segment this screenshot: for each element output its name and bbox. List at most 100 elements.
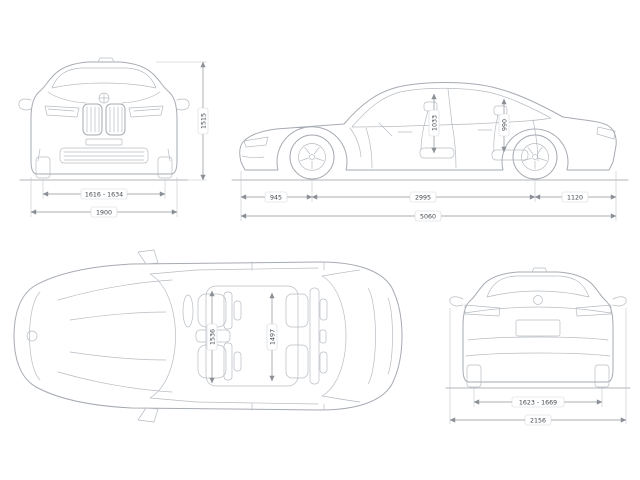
rear-trunk-line [464, 306, 612, 314]
rear-antenna-icon [531, 267, 548, 273]
side-rear-headroom-label-group: 990 [498, 113, 510, 137]
front-height-label: 1515 [200, 113, 207, 129]
front-hood-creases [47, 91, 161, 104]
side-front-hub [309, 154, 315, 160]
side-rear-cushion [491, 149, 529, 161]
top-driver-backrest [223, 291, 233, 330]
front-headlights [44, 105, 164, 118]
top-rear-window-arc [321, 269, 361, 403]
top-front-width-label: 1536 [209, 329, 216, 345]
top-rear-width-label-box [266, 323, 278, 351]
front-grille-bars [86, 106, 123, 133]
top-driver-headrest [233, 300, 242, 321]
top-roundel-icon [26, 330, 38, 342]
side-front-cushion [419, 147, 455, 159]
top-trunk-lines [367, 287, 393, 385]
front-kidney-grille-left [82, 103, 103, 136]
top-sunroof [205, 285, 299, 387]
side-rear-overhang-label: 1120 [567, 194, 583, 201]
side-rear-overhang-label-box [561, 191, 589, 203]
top-rear-backrest [309, 287, 320, 385]
side-front-headroom-label-group: 1033 [428, 109, 440, 137]
front-body-outline [30, 61, 178, 175]
front-kidney-grille-right [105, 103, 126, 136]
top-rear-cushion-left [285, 293, 309, 328]
side-interior-seats [349, 110, 499, 158]
top-windshield-arc [149, 269, 197, 403]
rear-window [486, 275, 590, 298]
side-length-label-box [414, 210, 442, 222]
front-plate-recess [85, 138, 123, 146]
side-rear-headrest [493, 105, 508, 116]
top-rear-cushion-right [285, 344, 309, 379]
top-rear-headrest-right [319, 351, 328, 374]
top-passenger-headrest [233, 351, 242, 372]
top-view: 1536 1497 [13, 249, 403, 423]
rear-bumper-lines [465, 336, 611, 357]
side-body-outline [239, 82, 617, 171]
top-steering-wheel [182, 294, 194, 328]
rear-taillights [464, 304, 612, 317]
rear-tire-right [594, 364, 610, 388]
top-rear-width-label-group: 1497 [266, 323, 278, 351]
front-height-label-group: 1515 [197, 107, 209, 135]
rear-track-label: 1623 - 1669 [519, 399, 557, 406]
front-tire-right [157, 156, 173, 179]
front-tire-left [35, 156, 51, 179]
front-track-label: 1616 - 1634 [85, 191, 123, 198]
front-roundel-cross [98, 92, 110, 104]
side-rear-spokes [523, 146, 547, 170]
rear-width-label-box [524, 414, 552, 426]
side-rear-rim [521, 143, 549, 171]
rear-plate-recess [515, 319, 561, 337]
side-glasshouse [351, 87, 552, 128]
side-wheelbase-label-box [409, 191, 437, 203]
front-intake-slats [37, 148, 171, 162]
rear-width-label: 2156 [530, 417, 546, 424]
top-body-outline [13, 261, 403, 411]
top-rear-headrest-center [319, 329, 327, 344]
side-front-rim [298, 143, 326, 171]
top-mirrors [137, 249, 159, 423]
front-windshield [51, 67, 157, 89]
top-door-seams [251, 261, 325, 411]
side-door-lines [365, 119, 539, 169]
rear-tire-left [466, 364, 482, 388]
front-width-label-box [90, 206, 118, 218]
side-front-overhang-label-box [264, 191, 288, 203]
top-front-width-label-group: 1536 [206, 323, 218, 351]
rear-mirrors [449, 296, 627, 307]
side-front-headrest [423, 101, 438, 112]
side-view: 1033 990 945 2995 1120 5060 [231, 82, 629, 222]
rear-track-label-box [511, 396, 565, 408]
rear-body-outline [462, 271, 614, 383]
front-lower-intake [59, 147, 149, 164]
side-taillight [596, 126, 616, 140]
top-front-bumper-line [29, 291, 41, 381]
side-front-headroom-label: 1033 [431, 115, 438, 131]
side-rear-headroom-label-box [498, 113, 510, 137]
top-hood-creases [57, 279, 173, 393]
front-roof-antenna-icon [97, 57, 115, 63]
top-passenger-backrest [223, 342, 233, 381]
top-rear-headrest-left [319, 298, 328, 321]
front-width-label: 1900 [96, 209, 112, 216]
rear-width-extensions [449, 308, 627, 424]
top-roof-edges [195, 267, 319, 405]
side-front-headroom-label-box [428, 109, 440, 137]
front-track-label-box [80, 188, 128, 200]
side-front-tire [289, 134, 335, 180]
side-wheelbase-label: 2995 [415, 194, 431, 201]
side-rear-tire [512, 134, 558, 180]
side-front-spokes [300, 146, 324, 170]
side-length-label: 5060 [420, 213, 436, 220]
top-rear-width-label: 1497 [269, 329, 276, 345]
front-view: 1616 - 1634 1900 1515 [18, 57, 209, 218]
rear-view: 1623 - 1669 2156 [445, 267, 631, 426]
top-front-width-label-box [206, 323, 218, 351]
side-rear-headroom-label: 990 [501, 119, 508, 131]
front-height-label-box [197, 107, 209, 135]
front-mirrors [18, 98, 190, 111]
